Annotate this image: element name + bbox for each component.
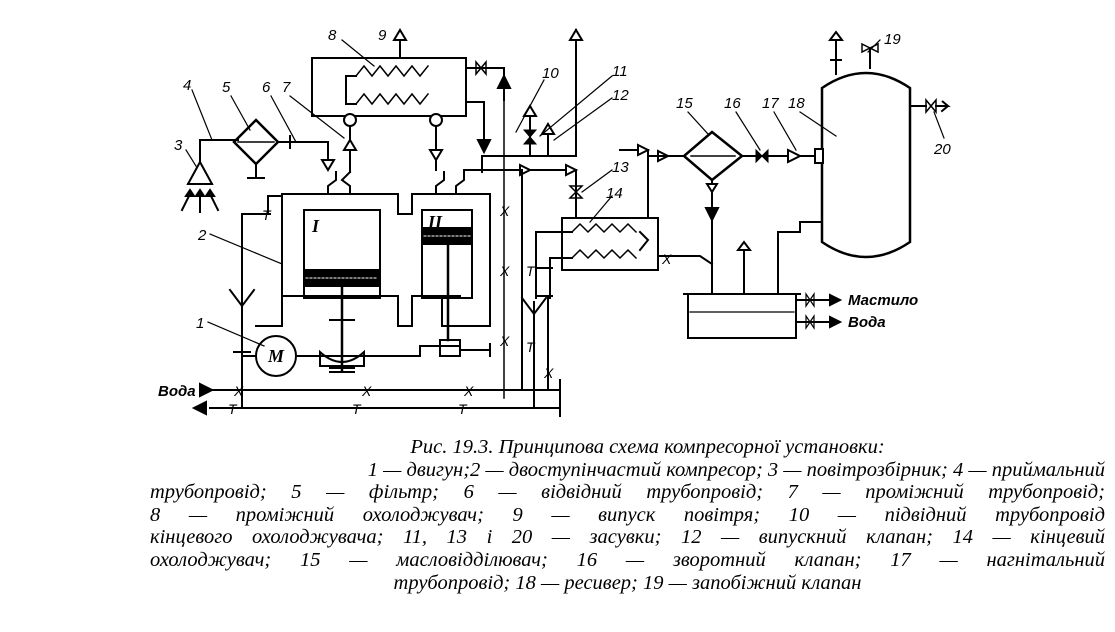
cold-mark: X	[361, 383, 372, 399]
cold-mark: X	[463, 383, 474, 399]
air-intake	[180, 118, 336, 213]
label-20: 20	[933, 141, 951, 158]
line-marks: X X X T T T T X X X T T X X	[228, 203, 672, 417]
label-7: 7	[282, 79, 291, 96]
final-cooler	[535, 173, 714, 391]
cold-mark: X	[499, 203, 510, 219]
figure-caption: Рис. 19.3. Принципова схема компресорної…	[150, 436, 1105, 594]
return-mark: T	[526, 263, 536, 279]
label-4: 4	[183, 77, 191, 94]
label-5: 5	[222, 79, 231, 96]
label-2: 2	[197, 227, 207, 244]
cold-mark: X	[499, 333, 510, 349]
cold-mark: X	[543, 365, 554, 381]
label-3: 3	[174, 137, 183, 154]
caption-line: охолоджувач; 15 — масловідділювач; 16 — …	[150, 548, 1105, 571]
water-lines	[191, 169, 561, 417]
water-in-label: Вода	[158, 383, 196, 400]
cold-mark: X	[661, 251, 672, 267]
label-12: 12	[612, 87, 629, 104]
caption-line: 1 — двигун;2 — двоступінчастий компресор…	[367, 458, 1105, 481]
return-mark: T	[526, 339, 536, 355]
label-11: 11	[612, 63, 628, 80]
label-10: 10	[542, 65, 559, 82]
stage-1-mark: I	[311, 216, 320, 236]
caption-line: трубопровід; 18 — ресивер; 19 — запобіжн…	[393, 571, 862, 594]
cold-mark: X	[499, 263, 510, 279]
label-14: 14	[606, 185, 623, 202]
caption-line: трубопровід; 5 — фільтр; 6 — відвідний т…	[150, 481, 1105, 504]
compressor-schematic: 1 2 3 4 5 6 7 8 9 10 11 12 13 14 15 16 1…	[158, 27, 951, 417]
label-17: 17	[762, 95, 779, 112]
caption-line: 8 — проміжний охолоджувач; 9 — випуск по…	[150, 503, 1105, 526]
component-numbers: 1 2 3 4 5 6 7 8 9 10 11 12 13 14 15 16 1…	[174, 27, 951, 332]
return-mark: T	[262, 207, 272, 223]
label-19: 19	[884, 31, 901, 48]
label-16: 16	[724, 95, 741, 112]
caption-title: Рис. 19.3. Принципова схема компресорної…	[410, 436, 885, 458]
return-mark: T	[458, 401, 468, 417]
return-mark: T	[228, 401, 238, 417]
oil-water-tank	[683, 221, 843, 339]
receiver	[820, 30, 951, 259]
motor	[241, 335, 297, 377]
label-6: 6	[262, 79, 271, 96]
label-1: 1	[196, 315, 204, 332]
compressor	[255, 113, 579, 373]
caption-line: кінцевого охолоджувача; 11, 13 і 20 — за…	[150, 526, 1105, 549]
cold-mark: X	[233, 383, 244, 399]
leader-lines	[185, 39, 945, 347]
return-mark: T	[352, 401, 362, 417]
stage-2-mark: II	[427, 212, 443, 232]
discharge-valves	[522, 28, 651, 219]
oil-label: Мастило	[848, 292, 918, 309]
oil-separator	[647, 130, 824, 293]
label-9: 9	[378, 27, 387, 44]
motor-symbol: M	[267, 346, 285, 366]
label-18: 18	[788, 95, 805, 112]
intercooler	[311, 28, 512, 399]
label-13: 13	[612, 159, 629, 176]
label-8: 8	[328, 27, 337, 44]
label-15: 15	[676, 95, 693, 112]
water-out-label: Вода	[848, 314, 886, 331]
